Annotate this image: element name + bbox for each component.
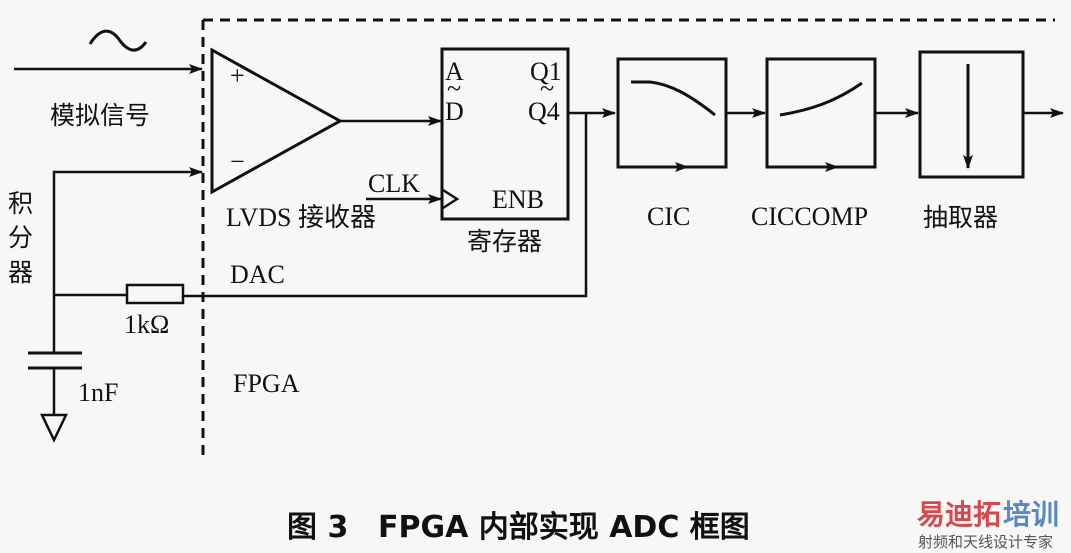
integrator-label-3: 器: [8, 258, 33, 287]
figure-number: 图 3: [287, 510, 348, 545]
integrator-label-2: 分: [8, 223, 33, 252]
watermark-brand-red: 易迪拓: [917, 498, 1001, 531]
resistor: [125, 283, 185, 305]
register-input-a: A: [445, 57, 464, 86]
ciccomp-label: CICCOMP: [751, 202, 868, 231]
clock-triangle: [442, 188, 460, 210]
register-output-tilde: ~: [540, 74, 554, 103]
resistor-label: 1kΩ: [124, 310, 169, 339]
cic-label: CIC: [647, 202, 690, 231]
analog-signal-label: 模拟信号: [50, 101, 150, 130]
register-input-d: D: [445, 97, 464, 126]
register-box: [440, 47, 570, 221]
watermark-tagline: 射频和天线设计专家: [918, 533, 1053, 551]
dac-feedback-wire: [184, 113, 588, 298]
fpga-boundary: [201, 18, 1055, 455]
register-output-q4: Q4: [528, 97, 560, 126]
lvds-receiver: [210, 47, 344, 195]
register-input-tilde: ~: [447, 74, 461, 103]
sine-wave-icon: [88, 29, 148, 52]
ciccomp-highboost-curve-icon: [779, 81, 863, 117]
minus-sign: −: [230, 147, 245, 176]
figure-caption: FPGA 内部实现 ADC 框图: [378, 510, 750, 545]
register-enb: ENB: [492, 185, 544, 214]
lvds-receiver-label: LVDS 接收器: [226, 203, 376, 232]
dac-label: DAC: [230, 260, 285, 289]
ground-icon: [40, 413, 68, 443]
register-clk: CLK: [368, 169, 420, 198]
cic-block: [616, 57, 728, 169]
plus-sign: +: [230, 61, 245, 90]
capacitor: [28, 295, 82, 415]
register-output-q1: Q1: [530, 57, 562, 86]
lvds-receiver-text: LVDS 接收器: [226, 203, 376, 232]
watermark-brand-blue: 培训: [1003, 498, 1059, 531]
feedback-wire: [52, 167, 203, 295]
decimator-label: 抽取器: [923, 203, 998, 232]
cic-lowpass-curve-icon: [631, 80, 716, 117]
integrator-label-1: 积: [8, 189, 33, 218]
decimator-block: [918, 50, 1025, 179]
capacitor-label: 1nF: [78, 378, 118, 407]
register-label: 寄存器: [467, 227, 542, 256]
fpga-label: FPGA: [233, 369, 300, 398]
